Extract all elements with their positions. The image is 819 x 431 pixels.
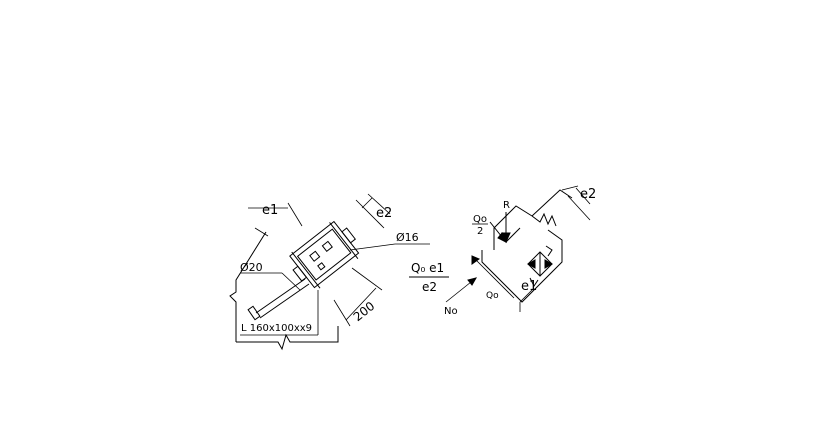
force-diag	[505, 227, 521, 243]
q0-over-2-num: Qo	[473, 214, 487, 225]
right-detail: Qo 2 R e2 Qo e1	[444, 185, 596, 317]
diamond-tick-bottom	[529, 277, 539, 287]
arrow-no	[467, 277, 478, 286]
arrow-diamond-left	[526, 259, 536, 269]
e1-label-right: e1	[521, 279, 537, 294]
dim200-ext-2	[333, 299, 351, 327]
formula-numerator: Q₀ e1	[411, 261, 444, 275]
bracket-inner	[296, 228, 352, 281]
e2-label-left: e2	[376, 206, 392, 221]
qo-line	[471, 255, 515, 299]
arrow-diamond-right	[544, 259, 554, 269]
tie-rod-upper	[255, 278, 306, 314]
bracket-assembly	[289, 220, 360, 289]
e2-ext-1	[355, 199, 385, 229]
tie-rod-lower	[259, 283, 310, 319]
break-zigzag-1	[531, 212, 557, 227]
qo-label: Qo	[486, 291, 499, 301]
dia20-label: Ø20	[240, 261, 263, 274]
dia16-label: Ø16	[396, 231, 419, 244]
e1-ext-line	[287, 202, 303, 227]
dim200-dim-line	[345, 287, 377, 321]
dia16-leader	[349, 243, 396, 251]
bolt-hole-2	[321, 240, 333, 253]
q0-over-2-den: 2	[477, 226, 483, 237]
e1r-ext	[519, 287, 535, 303]
tie-rod-end-plate	[247, 305, 261, 321]
e1-label: e1	[262, 203, 278, 218]
left-detail: e1 e2 Ø16 Ø20	[229, 193, 430, 351]
e1-ext-line2	[254, 227, 269, 237]
body-top	[493, 205, 533, 250]
diamond-tick-top	[545, 245, 553, 257]
arm-upper	[531, 189, 573, 217]
angle-outline-left	[229, 231, 267, 342]
arrow-qo	[471, 255, 481, 265]
e2-dim-line	[361, 197, 373, 209]
body-outline	[481, 229, 563, 303]
e2r-ext	[561, 185, 579, 191]
e2-label-right: e2	[580, 187, 596, 202]
arrow-q0	[497, 232, 508, 244]
stub-right	[341, 227, 356, 244]
r-label: R	[503, 200, 510, 211]
dim200-label: 200	[351, 299, 378, 324]
flange-line-2	[329, 222, 359, 260]
dia20-leader-tail	[281, 272, 301, 291]
formula: Q₀ e1 e2	[409, 261, 449, 294]
bolt-hole-3	[317, 262, 326, 271]
angle-section-label: L 160x100xx9	[241, 323, 312, 334]
bolt-hole-1	[309, 250, 321, 262]
no-label: No	[444, 306, 458, 317]
flange-line-1	[291, 251, 321, 289]
e2r-ext-2	[567, 195, 591, 221]
e2r-dim	[575, 187, 591, 205]
e2-ext-2	[367, 193, 391, 215]
formula-denominator: e2	[422, 280, 437, 294]
dim200-ext-1	[351, 267, 383, 291]
